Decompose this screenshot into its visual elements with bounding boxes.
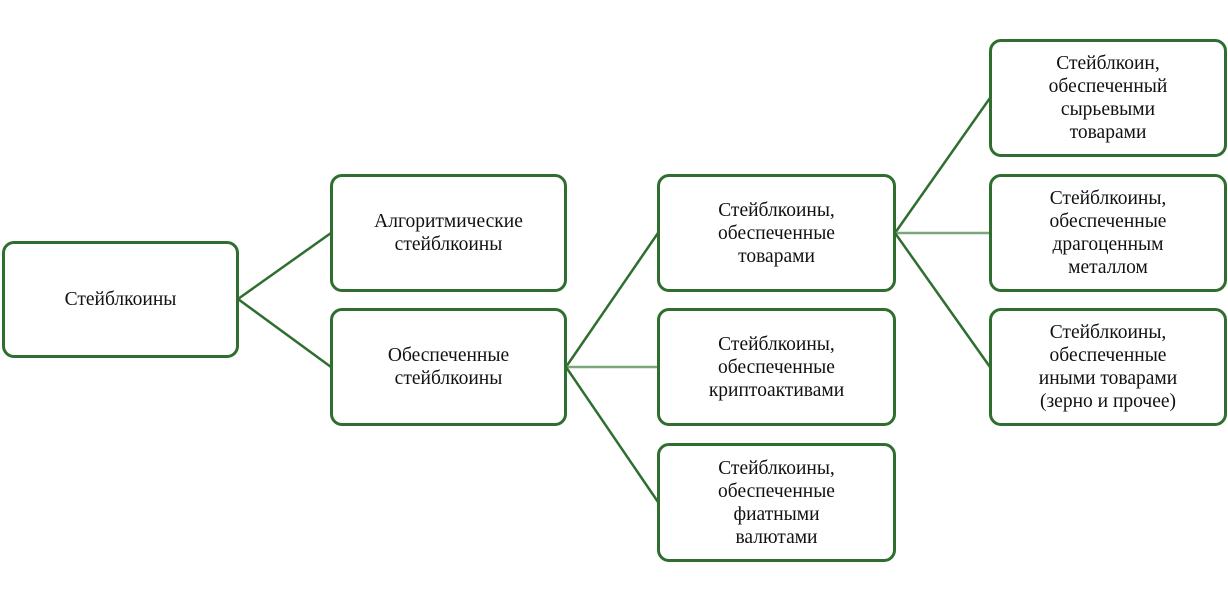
node-backed-stablecoins: Обеспеченные стейблкоины [330,308,567,426]
node-stablecoins: Стейблкоины [2,241,239,358]
node-precious-metal-backed: Стейблкоины, обеспеченные драгоценным ме… [989,174,1227,292]
link-root-backed [237,297,332,369]
node-raw-materials-backed: Стейблкоин, обеспеченный сырьевыми товар… [989,39,1227,157]
link-commodity-raw [893,97,992,234]
node-crypto-backed: Стейблкоины, обеспеченные криптоактивами [657,308,896,426]
node-other-goods-backed: Стейблкоины, обеспеченные иными товарами… [989,308,1227,426]
node-fiat-backed: Стейблкоины, обеспеченные фиатными валют… [657,443,896,562]
link-root-algorithmic [237,231,332,301]
link-commodity-other [893,232,992,368]
link-backed-fiat [564,366,660,503]
link-backed-commodity [564,232,660,368]
node-algorithmic-stablecoins: Алгоритмические стейблкоины [330,174,567,292]
node-commodity-backed: Стейблкоины, обеспеченные товарами [657,174,896,292]
